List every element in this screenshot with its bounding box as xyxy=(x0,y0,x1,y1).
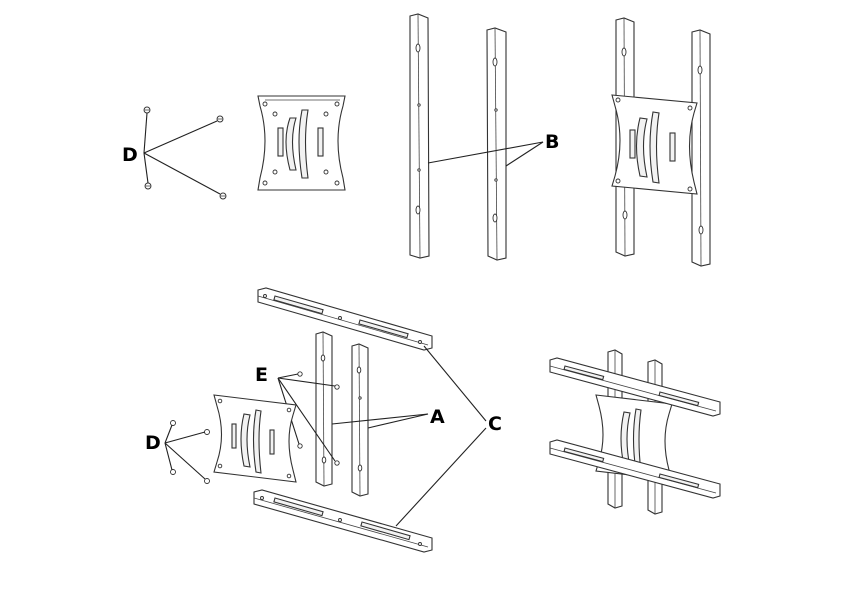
assembled-rails-plate xyxy=(611,17,711,267)
screw-icon xyxy=(204,429,210,435)
vertical-rail-icon xyxy=(315,331,333,487)
vertical-rail-icon xyxy=(409,13,430,259)
vesa-plate-icon xyxy=(257,95,346,191)
label-d-top: D xyxy=(122,144,138,166)
vertical-rail-icon xyxy=(351,343,369,497)
vesa-plate-icon xyxy=(213,394,297,483)
horizontal-bar-icon xyxy=(253,489,433,553)
bottom-screws-group xyxy=(164,420,210,484)
label-a: A xyxy=(430,406,445,428)
vertical-rail-icon xyxy=(486,27,507,261)
label-e: E xyxy=(255,364,268,386)
screw-icon xyxy=(144,182,152,190)
label-c: C xyxy=(488,413,502,435)
top-screws-group xyxy=(143,106,227,200)
horizontal-bar-icon xyxy=(257,287,433,351)
assembled-full-mount xyxy=(549,349,721,515)
label-b: B xyxy=(545,131,559,153)
screw-icon xyxy=(170,469,176,475)
screw-icon xyxy=(219,192,227,200)
label-d-bottom: D xyxy=(145,432,161,454)
screw-icon xyxy=(143,106,151,114)
screw-icon xyxy=(216,115,224,123)
screw-icon xyxy=(170,420,176,426)
screw-icon xyxy=(204,478,210,484)
